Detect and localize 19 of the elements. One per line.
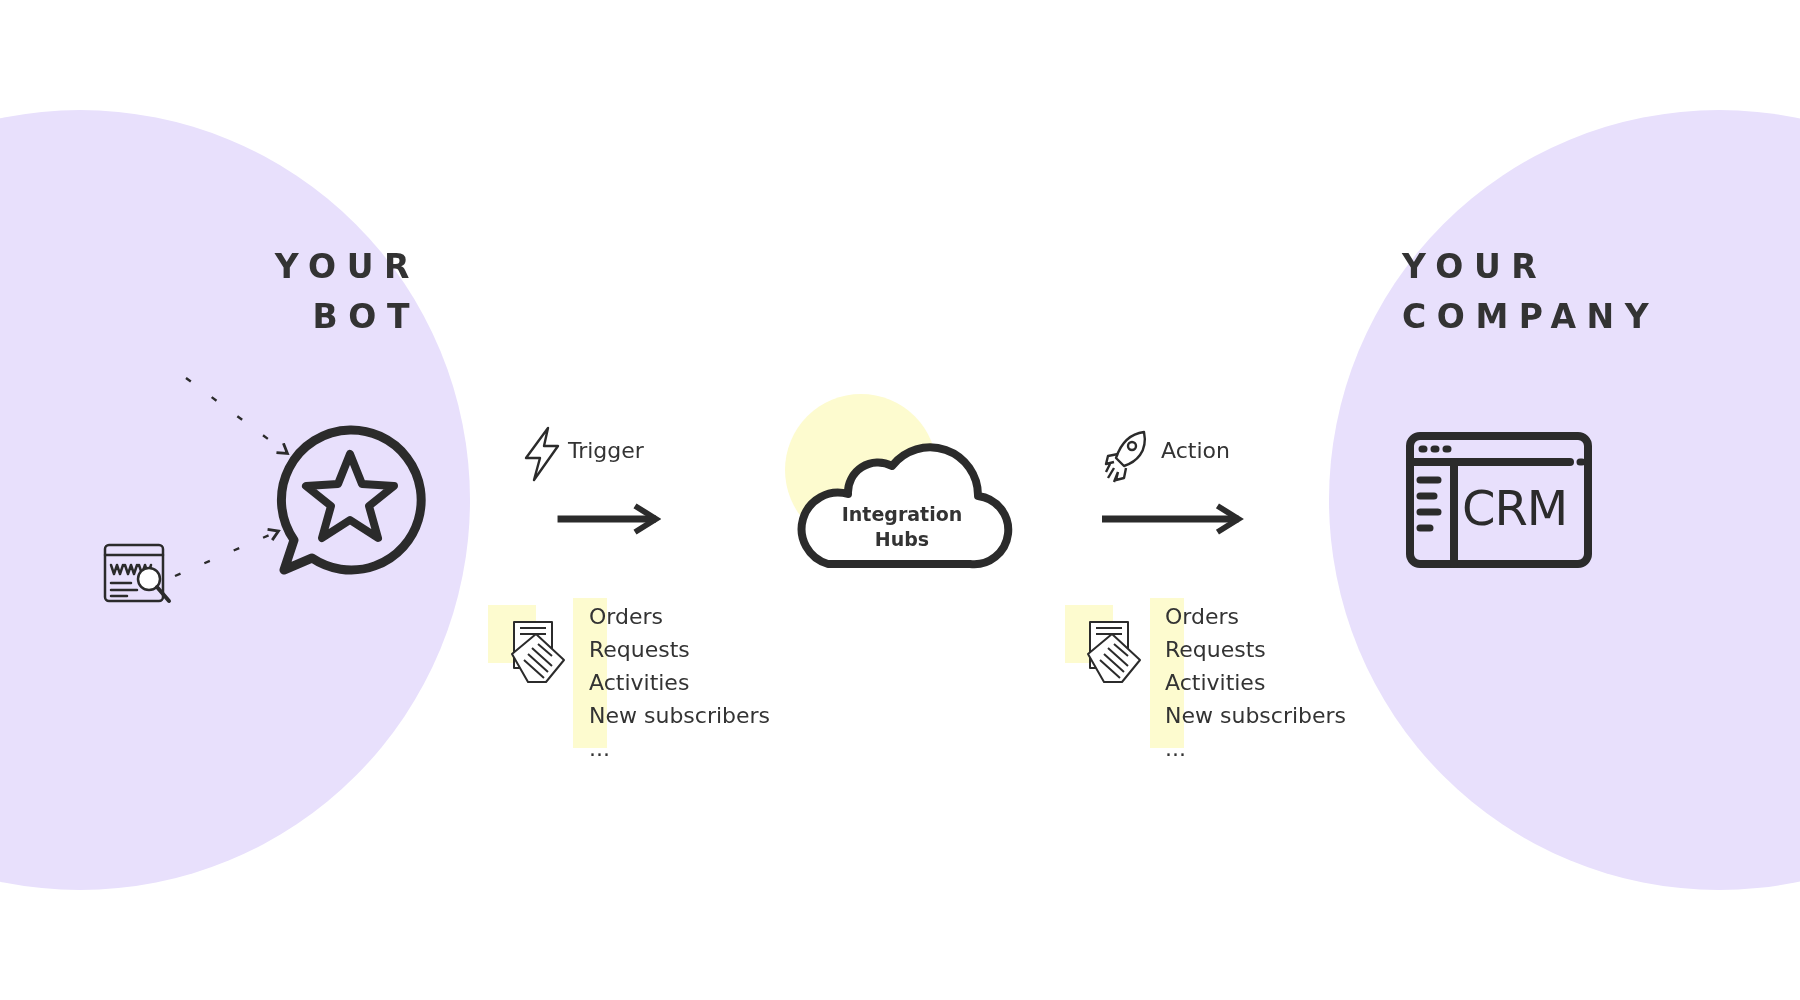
cloud-label: Integration Hubs <box>840 502 964 552</box>
region-heading: YOUR COMPANY <box>1402 246 1661 338</box>
list-item: ... <box>589 735 610 763</box>
arrow <box>174 528 280 578</box>
list-item: ... <box>1165 735 1186 763</box>
list-item: Requests <box>589 636 690 664</box>
list-item: New subscribers <box>589 702 771 730</box>
edge-label: Action <box>1161 438 1230 463</box>
region-heading: YOUR BOT <box>273 246 420 338</box>
list-item: Activities <box>589 669 690 697</box>
arrow <box>185 377 289 455</box>
list-item: New subscribers <box>1165 702 1347 730</box>
list-item: Orders <box>589 603 663 631</box>
list-item: Requests <box>1165 636 1266 664</box>
arrow <box>557 503 659 535</box>
crm-label: CRM <box>1462 479 1568 538</box>
list-item: Orders <box>1165 603 1239 631</box>
list-item: Activities <box>1165 669 1266 697</box>
edge-label: Trigger <box>568 438 644 463</box>
